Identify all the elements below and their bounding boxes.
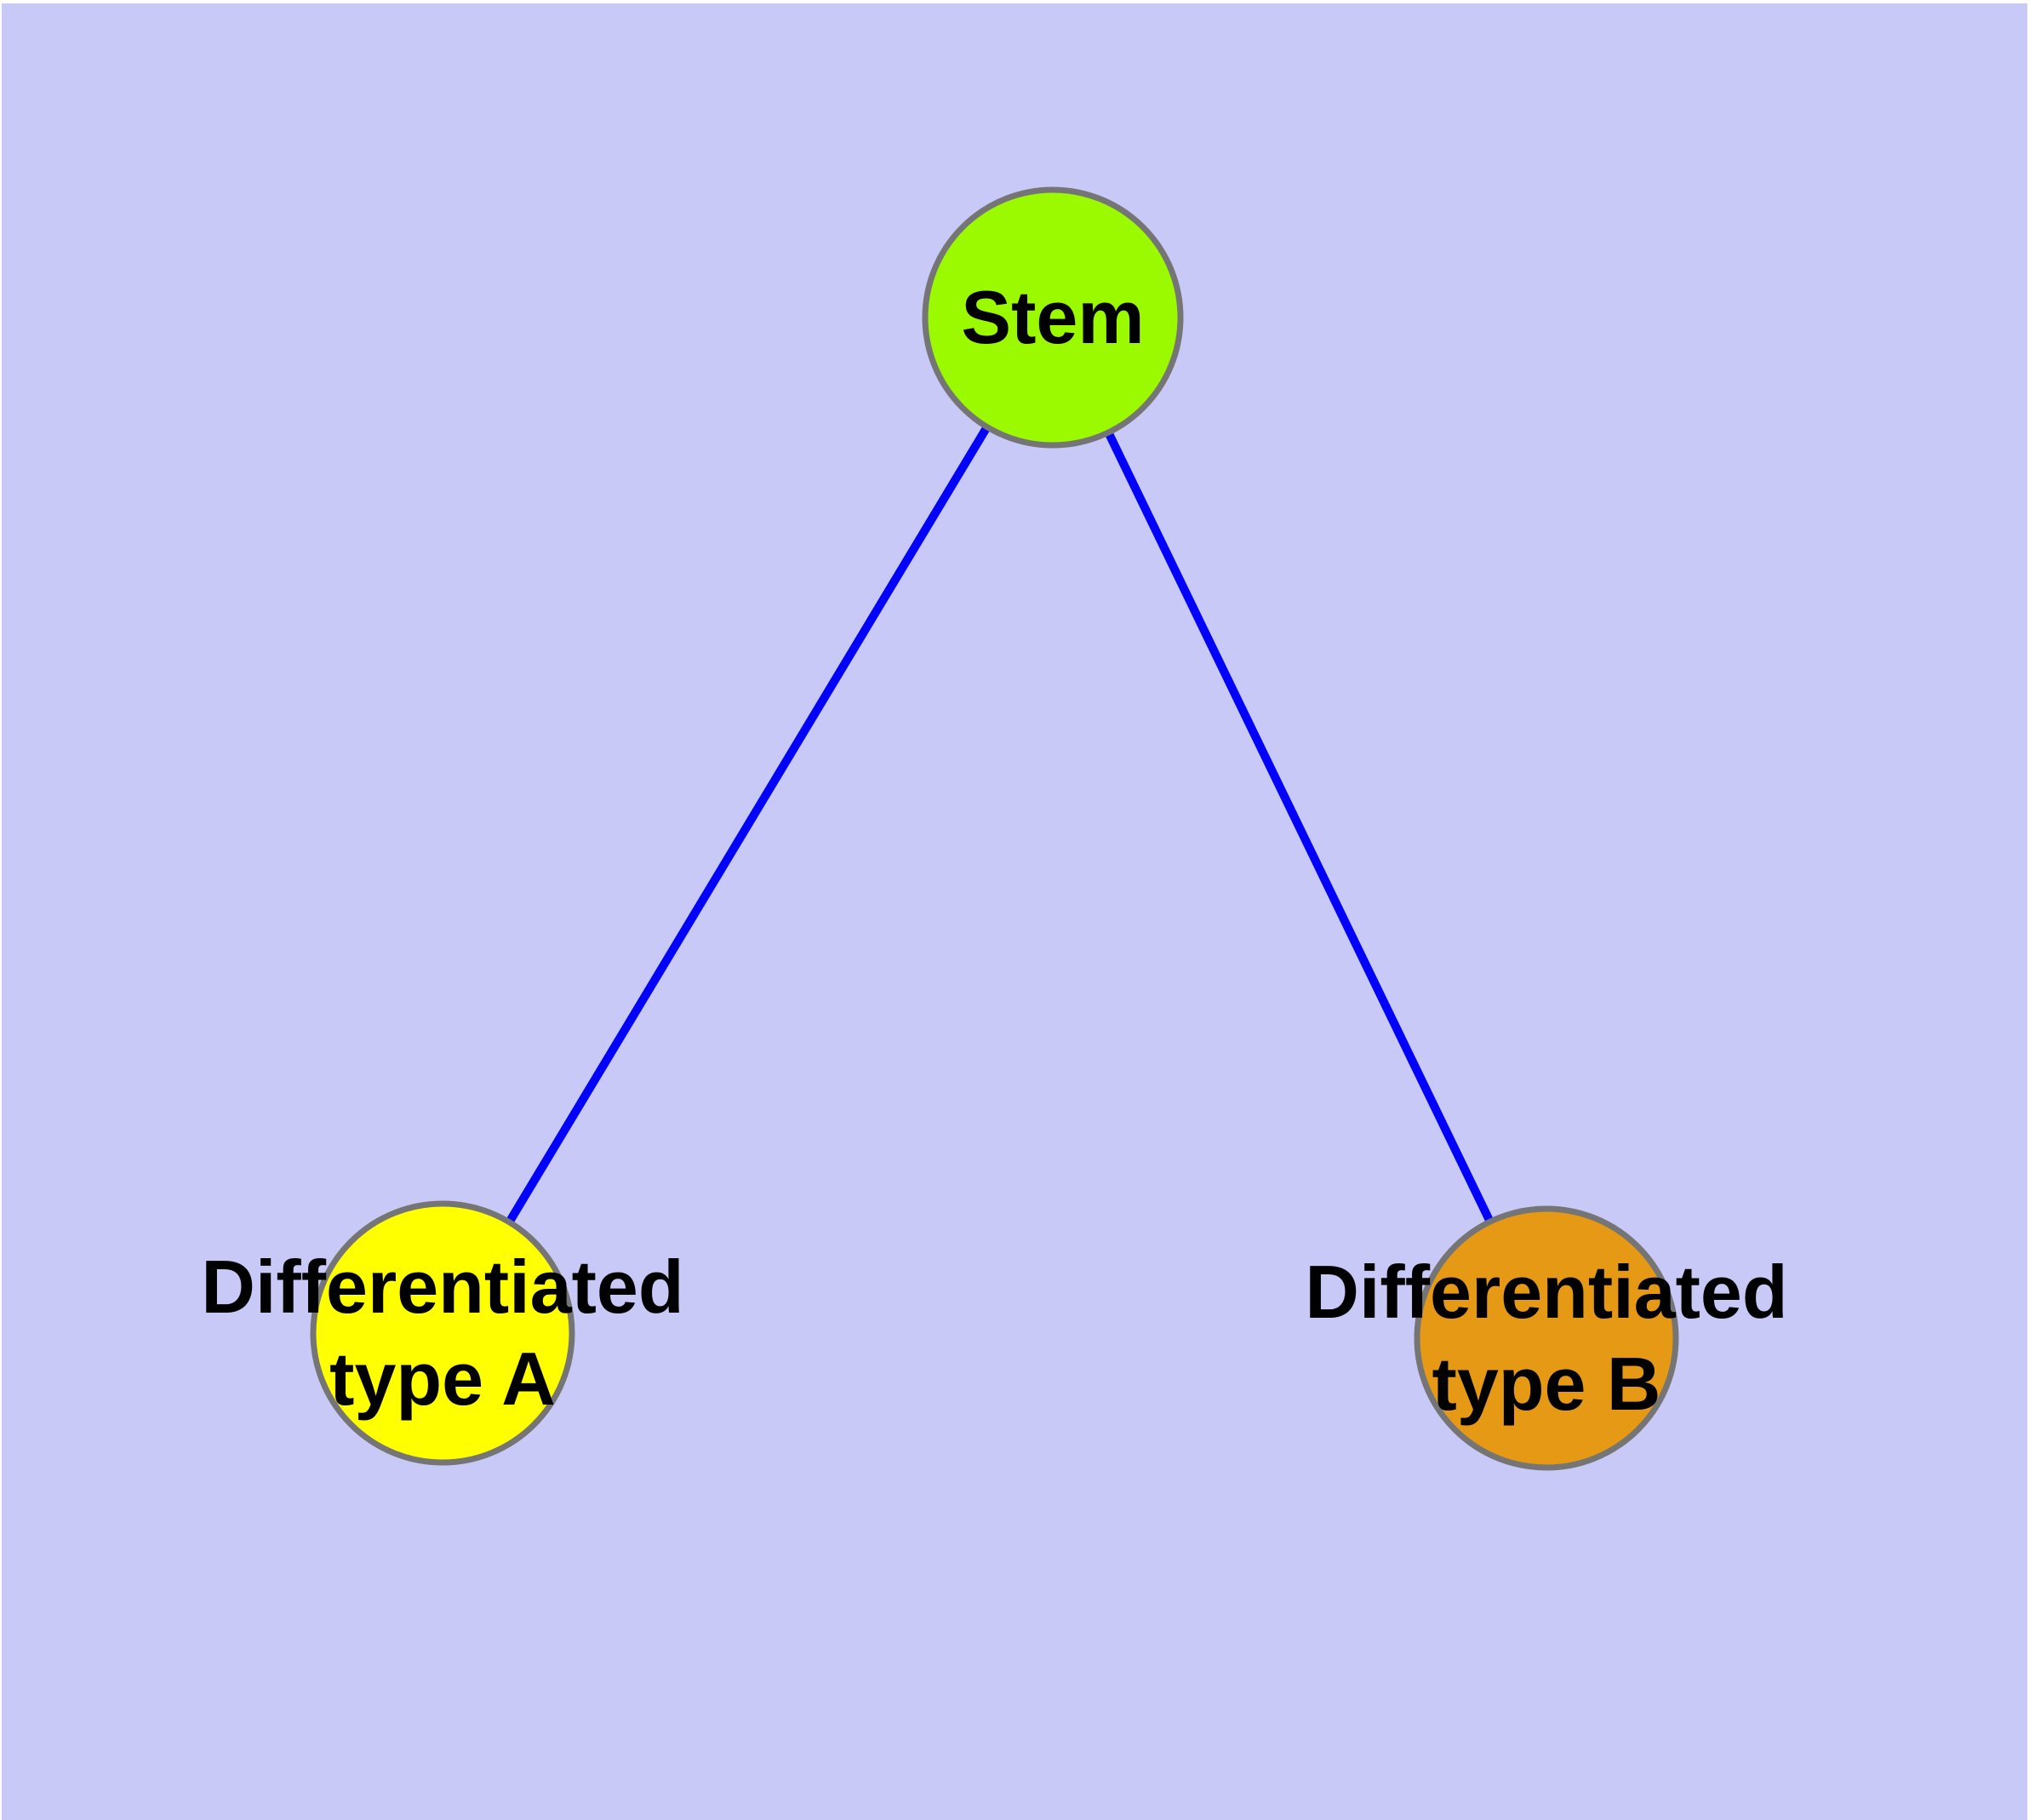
node-stem-circle xyxy=(922,186,1184,449)
edge-stem-to-type-a xyxy=(438,315,1057,1336)
node-type-b-circle xyxy=(1414,1205,1679,1471)
edge-stem-to-type-b xyxy=(1049,315,1551,1341)
node-type-a-circle xyxy=(310,1200,575,1466)
